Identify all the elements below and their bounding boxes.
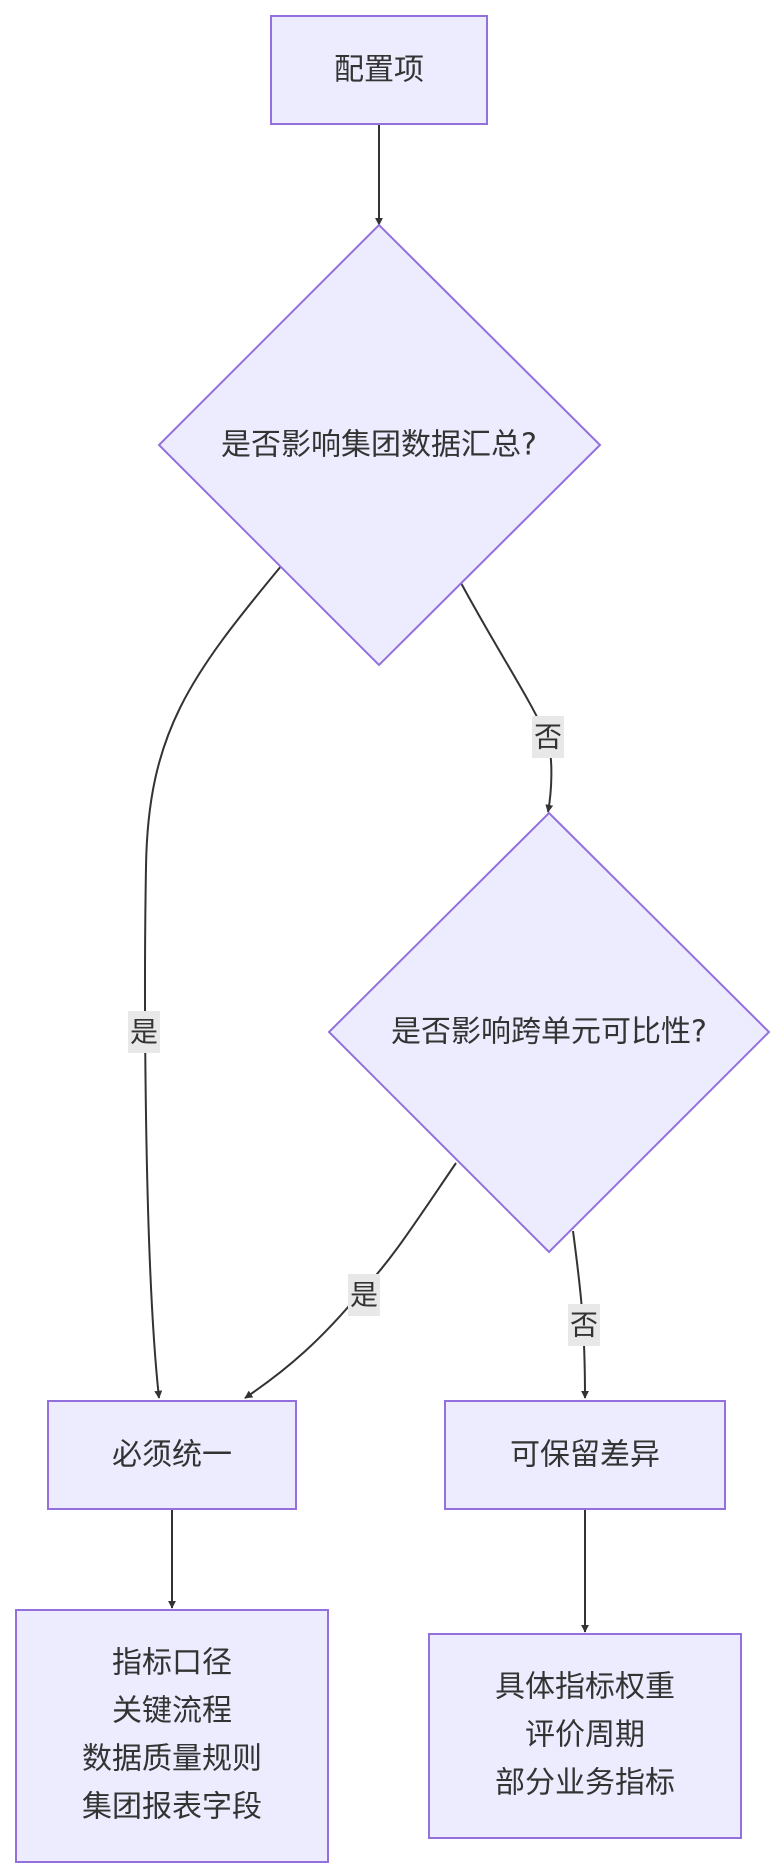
- unified-item: 指标口径: [112, 1646, 232, 1681]
- node-unified-items-list: 指标口径 关键流程 数据质量规则 集团报表字段: [15, 1609, 329, 1863]
- node-differing-items-list: 具体指标权重 评价周期 部分业务指标: [428, 1633, 742, 1839]
- edge-label-summary-yes-text: 是: [130, 1016, 158, 1049]
- edge-label-summary-no: 否: [532, 716, 564, 758]
- node-config-item: 配置项: [270, 15, 488, 125]
- unified-item: 集团报表字段: [82, 1790, 262, 1825]
- unified-item: 关键流程: [112, 1694, 232, 1729]
- node-config-item-label: 配置项: [334, 53, 424, 88]
- node-must-unify: 必须统一: [47, 1400, 297, 1510]
- edge-label-comparability-no-text: 否: [570, 1309, 598, 1342]
- decision-affects-group-summary: 是否影响集团数据汇总?: [157, 223, 602, 667]
- decision-affects-comparability-label: 是否影响跨单元可比性?: [391, 1015, 707, 1050]
- unified-item: 数据质量规则: [82, 1742, 262, 1777]
- node-may-differ: 可保留差异: [444, 1400, 726, 1510]
- edge-label-comparability-yes-text: 是: [350, 1279, 378, 1312]
- node-may-differ-label: 可保留差异: [510, 1438, 660, 1473]
- edge-label-comparability-yes: 是: [348, 1274, 380, 1316]
- edge-decision1-yes-to-must-unify: [144, 564, 283, 1399]
- edge-label-comparability-no: 否: [568, 1304, 600, 1346]
- edge-decision1-no-to-decision2: [460, 582, 554, 813]
- differing-item: 部分业务指标: [495, 1766, 675, 1801]
- node-must-unify-label: 必须统一: [112, 1438, 232, 1473]
- decision-affects-comparability: 是否影响跨单元可比性?: [327, 811, 771, 1254]
- edge-label-summary-yes: 是: [128, 1011, 160, 1053]
- differing-item: 评价周期: [525, 1718, 645, 1753]
- decision-affects-group-summary-label: 是否影响集团数据汇总?: [221, 428, 537, 463]
- differing-item: 具体指标权重: [495, 1670, 675, 1705]
- edge-label-summary-no-text: 否: [534, 721, 562, 754]
